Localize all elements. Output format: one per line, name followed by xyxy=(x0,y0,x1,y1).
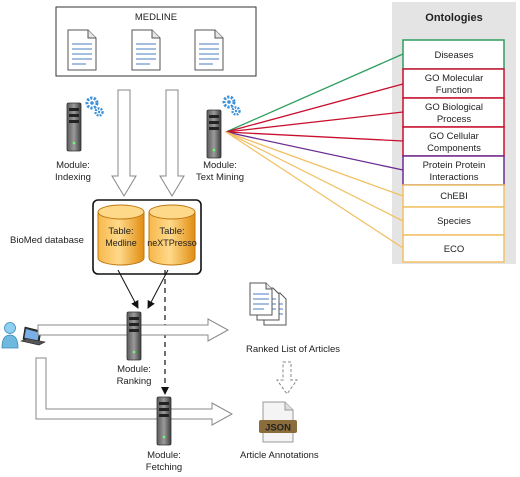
module-fetching-label: Fetching xyxy=(146,462,182,473)
ontology-label: Protein Protein xyxy=(423,160,486,171)
article-annotations-label: Article Annotations xyxy=(240,450,319,461)
json-file-icon: JSON xyxy=(259,401,297,443)
arrow-nextpresso-to-ranking xyxy=(147,269,169,309)
laptop-icon xyxy=(20,326,46,346)
ontology-label: Interactions xyxy=(429,172,478,183)
server-icon xyxy=(126,311,142,361)
gear-icon xyxy=(222,95,241,116)
ontology-item-go-cellular-components: GO Cellular Components xyxy=(402,126,505,157)
medline-title: MEDLINE xyxy=(135,12,177,23)
module-indexing-label: Module: xyxy=(56,160,90,171)
server-icon xyxy=(66,102,82,152)
ontology-item-species: Species xyxy=(402,206,505,236)
flow-arrow-ranked-to-annotations-dashed xyxy=(276,361,298,395)
ontology-label: ChEBI xyxy=(440,191,467,202)
ontology-label: Components xyxy=(427,143,481,154)
module-ranking-label: Ranking xyxy=(117,376,152,387)
ontology-item-diseases: Diseases xyxy=(402,39,505,70)
database-label: BioMed database xyxy=(10,235,84,246)
database-table-nextpresso: Table: neXTPresso xyxy=(147,204,197,266)
server-icon xyxy=(156,396,172,446)
ontology-item-protein-protein-interactions: Protein Protein Interactions xyxy=(402,155,505,186)
table-label: Table: xyxy=(108,226,133,237)
module-fetching-label: Module: xyxy=(147,450,181,461)
document-icon xyxy=(194,29,224,71)
table-label: Table: xyxy=(159,226,184,237)
document-icon xyxy=(67,29,97,71)
document-icon xyxy=(131,29,161,71)
ranked-list-label: Ranked List of Articles xyxy=(246,344,340,355)
flow-arrow-medline-to-db-left xyxy=(111,89,137,197)
user-icon xyxy=(1,322,19,349)
module-text-mining-label: Module: xyxy=(203,160,237,171)
module-indexing-label: Indexing xyxy=(55,172,91,183)
ontology-item-go-biological-process: GO Biological Process xyxy=(402,97,505,128)
flow-arrow-user-to-annotations xyxy=(35,357,234,426)
gear-icon xyxy=(85,96,104,117)
ontology-label: GO Biological xyxy=(425,102,483,113)
ontology-item-eco: ECO xyxy=(402,234,505,263)
module-ranking-label: Module: xyxy=(117,364,151,375)
table-label: Medline xyxy=(105,238,137,248)
ontologies-title: Ontologies xyxy=(425,12,482,24)
json-badge-text: JSON xyxy=(265,423,291,434)
ontology-item-chebi: ChEBI xyxy=(402,184,505,208)
arrow-medline-to-ranking xyxy=(117,269,139,309)
ontology-label: Species xyxy=(437,216,471,227)
stacked-documents-icon xyxy=(249,282,287,326)
ontology-connector-lines xyxy=(225,53,404,249)
database-table-medline: Table: Medline xyxy=(97,204,145,266)
ontology-item-go-molecular-function: GO Molecular Function xyxy=(402,68,505,99)
ontology-label: GO Molecular xyxy=(425,73,484,84)
ontology-label: Function xyxy=(436,85,472,96)
ontology-list: Diseases GO Molecular Function GO Biolog… xyxy=(402,39,505,263)
table-label: neXTPresso xyxy=(147,238,197,248)
ontology-label: Diseases xyxy=(434,50,473,61)
server-icon xyxy=(206,109,222,159)
ontology-label: GO Cellular xyxy=(429,131,479,142)
module-text-mining-label: Text Mining xyxy=(196,172,244,183)
ontology-label: Process xyxy=(437,114,472,125)
ontology-label: ECO xyxy=(444,244,465,255)
flow-arrow-medline-to-db-right xyxy=(159,89,185,197)
